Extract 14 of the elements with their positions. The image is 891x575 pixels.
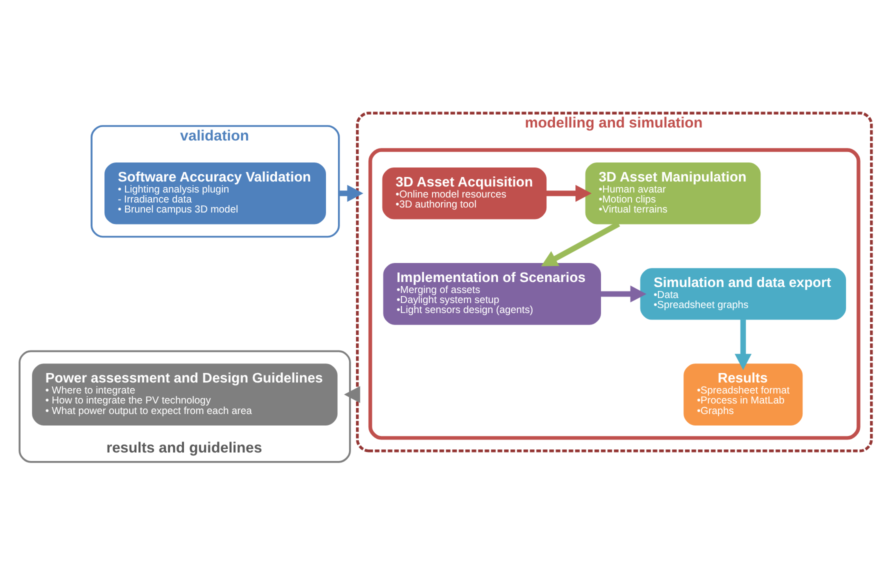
cluster	[368, 148, 860, 440]
node-box: 3D Asset Manipulation •Human avatar •Motion clips •Virtual terrains	[585, 162, 761, 224]
node-box: Results •Spreadsheet format •Process in MatLab •Graphs	[684, 364, 803, 426]
arrow	[344, 386, 360, 403]
arrow	[541, 221, 620, 266]
node-box: Implementation of Scenarios •Merging of assets •Daylight system setup •Light sensors design (agents)	[383, 263, 601, 325]
node-box: Software Accuracy Validation • Lighting analysis plugin - Irradiance data • Brunel campus 3D model	[104, 162, 326, 224]
arrow	[546, 184, 592, 202]
arrow	[338, 184, 364, 202]
arrow	[600, 286, 646, 302]
node-box: 3D Asset Acquisition •Online model resources •3D authoring tool	[382, 168, 547, 220]
node-box: Power assessment and Design Guidelines • Where to integrate • How to integrate the PV technology • What power output to expect from each area	[32, 364, 338, 426]
arrow	[734, 320, 752, 370]
node-box: Simulation and data export •Data •Spreadsheet graphs	[640, 268, 846, 320]
